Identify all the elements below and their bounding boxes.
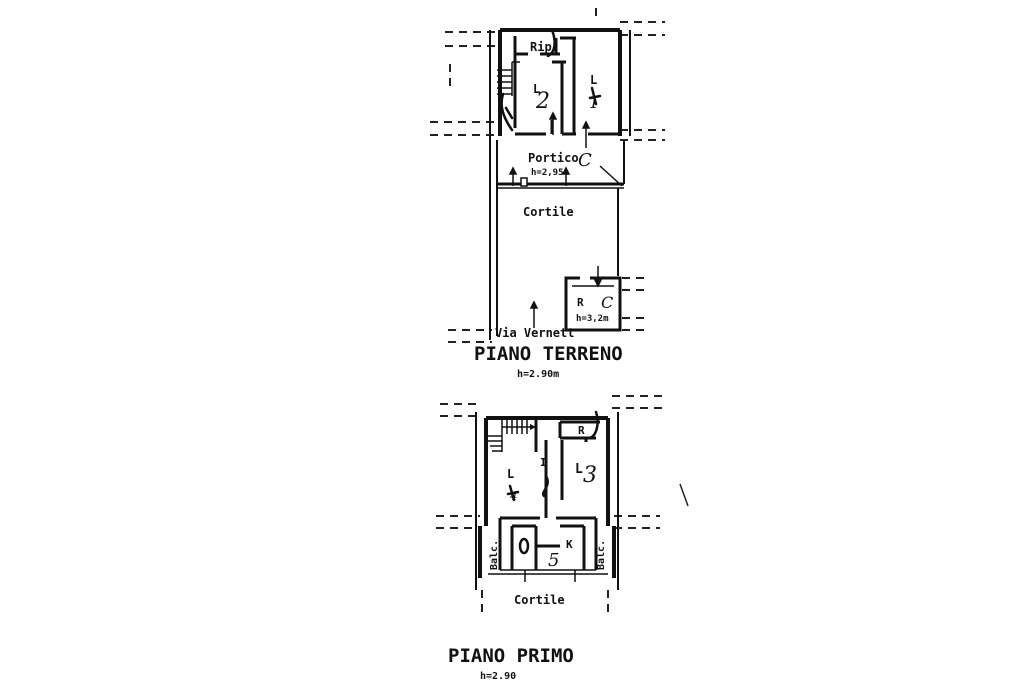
room-r-label: R (577, 296, 584, 309)
first-floor-plan: R L 4 I L 3 K 5 Balc. Balc. Cortile PIAN… (436, 395, 689, 682)
balcony-left-label: Balc. (489, 540, 500, 570)
room-number-2: 2 (535, 89, 550, 114)
room-number-4: 4 (509, 489, 518, 503)
corridor-label: I (540, 456, 547, 469)
kitchen-number: 5 (548, 550, 559, 571)
room-r-height-label: h=3,2m (576, 314, 609, 324)
room-l-left-label: L (507, 467, 514, 481)
portico-height-label: h=2,95 (531, 168, 564, 178)
room-l-left-label: L (533, 82, 540, 96)
room-number-1: 1 (589, 93, 599, 112)
first-floor-height: h=2.90 (480, 671, 516, 682)
ground-floor-height: h=2.90m (517, 369, 559, 380)
room-l-right-label: L (590, 73, 597, 87)
balcony-right-label: Balc. (596, 540, 607, 570)
storage-label: Rip (530, 40, 552, 54)
courtyard-label: Cortile (523, 205, 574, 219)
portico-label: Portico (528, 151, 579, 165)
portico-mark: C (578, 150, 592, 171)
kitchen-label: K (566, 538, 573, 551)
first-floor-title: PIANO PRIMO (448, 645, 574, 667)
ground-floor-plan: Rip L 2 L 1 Portico C h=2,95 Cortile R C… (430, 8, 665, 380)
room-l-right-label: L (575, 462, 583, 477)
room-number-3: 3 (583, 463, 597, 488)
room-r-mark: C (601, 293, 613, 312)
ground-floor-title: PIANO TERRENO (474, 343, 623, 365)
street-label: Via Vernett (495, 326, 574, 340)
first-courtyard-label: Cortile (514, 593, 565, 607)
first-r-room-label: R (578, 424, 585, 437)
